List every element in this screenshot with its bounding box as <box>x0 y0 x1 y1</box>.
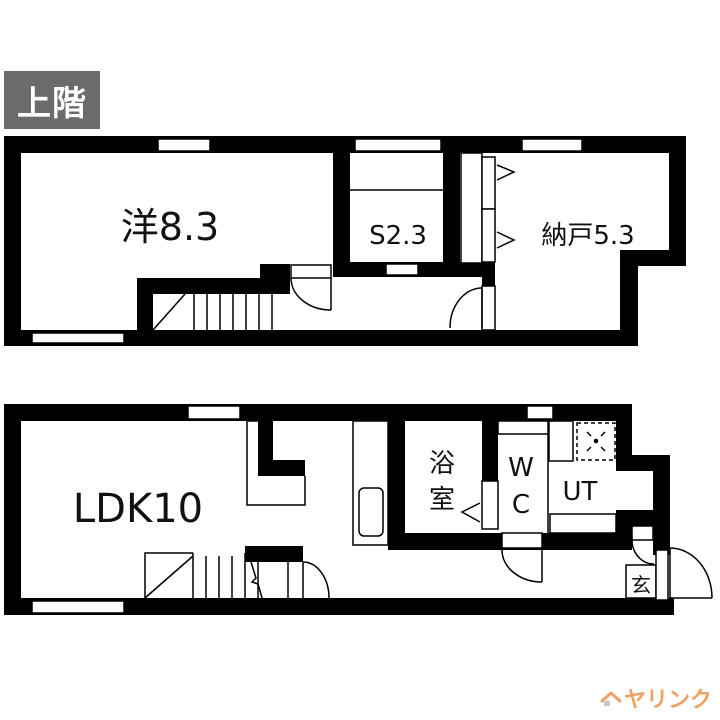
room-label-bath-1: 浴 <box>429 449 455 479</box>
entrance <box>625 525 669 601</box>
floor-badge-upper: 上階 <box>4 71 100 129</box>
wc-ut-fixtures <box>497 420 617 534</box>
door-entrance[interactable] <box>669 547 713 599</box>
bathtub <box>352 420 389 546</box>
brand-name: ヤリンク <box>623 688 712 713</box>
room-label-closet: 納戸5.3 <box>541 221 634 251</box>
washer-pan-icon <box>576 422 616 461</box>
upper-windows <box>31 138 583 344</box>
upper-floor: 洋8.3 S2.3 納戸5.3 <box>4 136 686 346</box>
lower-floor: LDK10 浴 室 W C UT 玄 <box>4 404 713 615</box>
room-label-storage: S2.3 <box>369 221 427 251</box>
room-label-wc-1: W <box>508 453 534 483</box>
room-label-bath-2: 室 <box>429 485 455 515</box>
door-closet-room[interactable] <box>449 285 496 331</box>
door-bathroom[interactable] <box>460 480 499 530</box>
lower-windows <box>31 405 554 614</box>
kitchen-counter <box>246 420 306 506</box>
lower-walls <box>4 404 674 615</box>
room-label-entrance: 玄 <box>631 573 651 597</box>
upper-stairs[interactable] <box>152 293 273 331</box>
room-label-wc-2: C <box>512 490 530 520</box>
room-label-western: 洋8.3 <box>121 205 219 249</box>
upper-walls <box>4 136 686 346</box>
brand-logo: ヤリンク <box>600 682 712 714</box>
room-label-utility: UT <box>563 477 598 507</box>
house-roof-icon <box>600 691 622 706</box>
room-label-ldk: LDK10 <box>73 486 203 532</box>
lower-stairs[interactable] <box>144 552 330 599</box>
door-wc[interactable] <box>501 532 543 583</box>
door-western-room[interactable] <box>290 264 332 311</box>
closet-sliding-doors[interactable] <box>460 152 516 264</box>
